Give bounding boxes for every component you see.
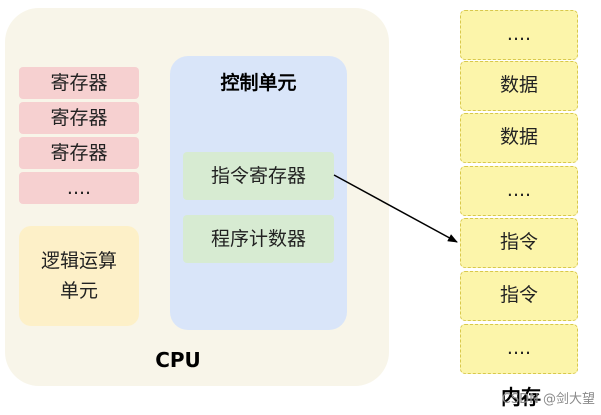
- instruction-register: 指令寄存器: [183, 152, 334, 200]
- memory-cell-5: 指令: [460, 218, 578, 268]
- control-unit-box: 控制单元 指令寄存器 程序计数器: [170, 56, 347, 330]
- memory-cell-2: 数据: [460, 61, 578, 111]
- memory-cell-7: ....: [460, 324, 578, 374]
- control-unit-title: 控制单元: [220, 72, 297, 94]
- memory-label: 内存: [501, 385, 541, 409]
- cpu-register-ellipsis: ....: [19, 172, 139, 204]
- alu-label: 逻辑运算 单元: [40, 250, 117, 302]
- memory-cell-4: ....: [460, 166, 578, 216]
- cpu-register-2: 寄存器: [19, 102, 139, 134]
- cpu-register-3: 寄存器: [19, 137, 139, 169]
- alu-box: 逻辑运算 单元: [19, 226, 139, 326]
- watermark-text: CSDN @剑大望: [501, 392, 595, 407]
- program-counter: 程序计数器: [183, 215, 334, 263]
- memory-cell-6: 指令: [460, 271, 578, 321]
- cpu-label: CPU: [155, 348, 201, 372]
- memory-cell-3: 数据: [460, 113, 578, 163]
- cpu-register-1: 寄存器: [19, 67, 139, 99]
- memory-cell-1: ....: [460, 10, 578, 60]
